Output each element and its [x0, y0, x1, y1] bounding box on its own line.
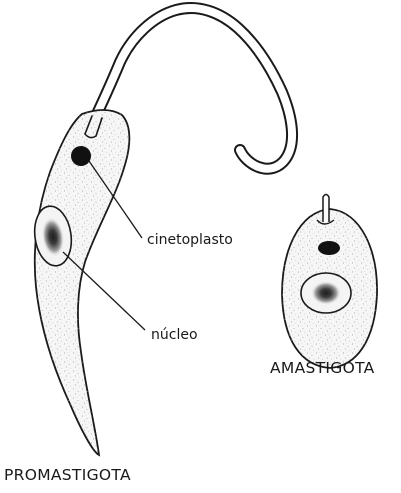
kinetoplast-label: cinetoplasto [147, 232, 233, 248]
promastigote-label: PROMASTIGOTA [4, 466, 131, 484]
amastigote-nucleus [301, 273, 351, 313]
kinetoplast [71, 146, 91, 166]
amastigote-kinetoplast [318, 241, 340, 255]
amastigote-label: AMASTIGOTA [270, 359, 375, 377]
nucleus-label: núcleo [151, 327, 198, 343]
